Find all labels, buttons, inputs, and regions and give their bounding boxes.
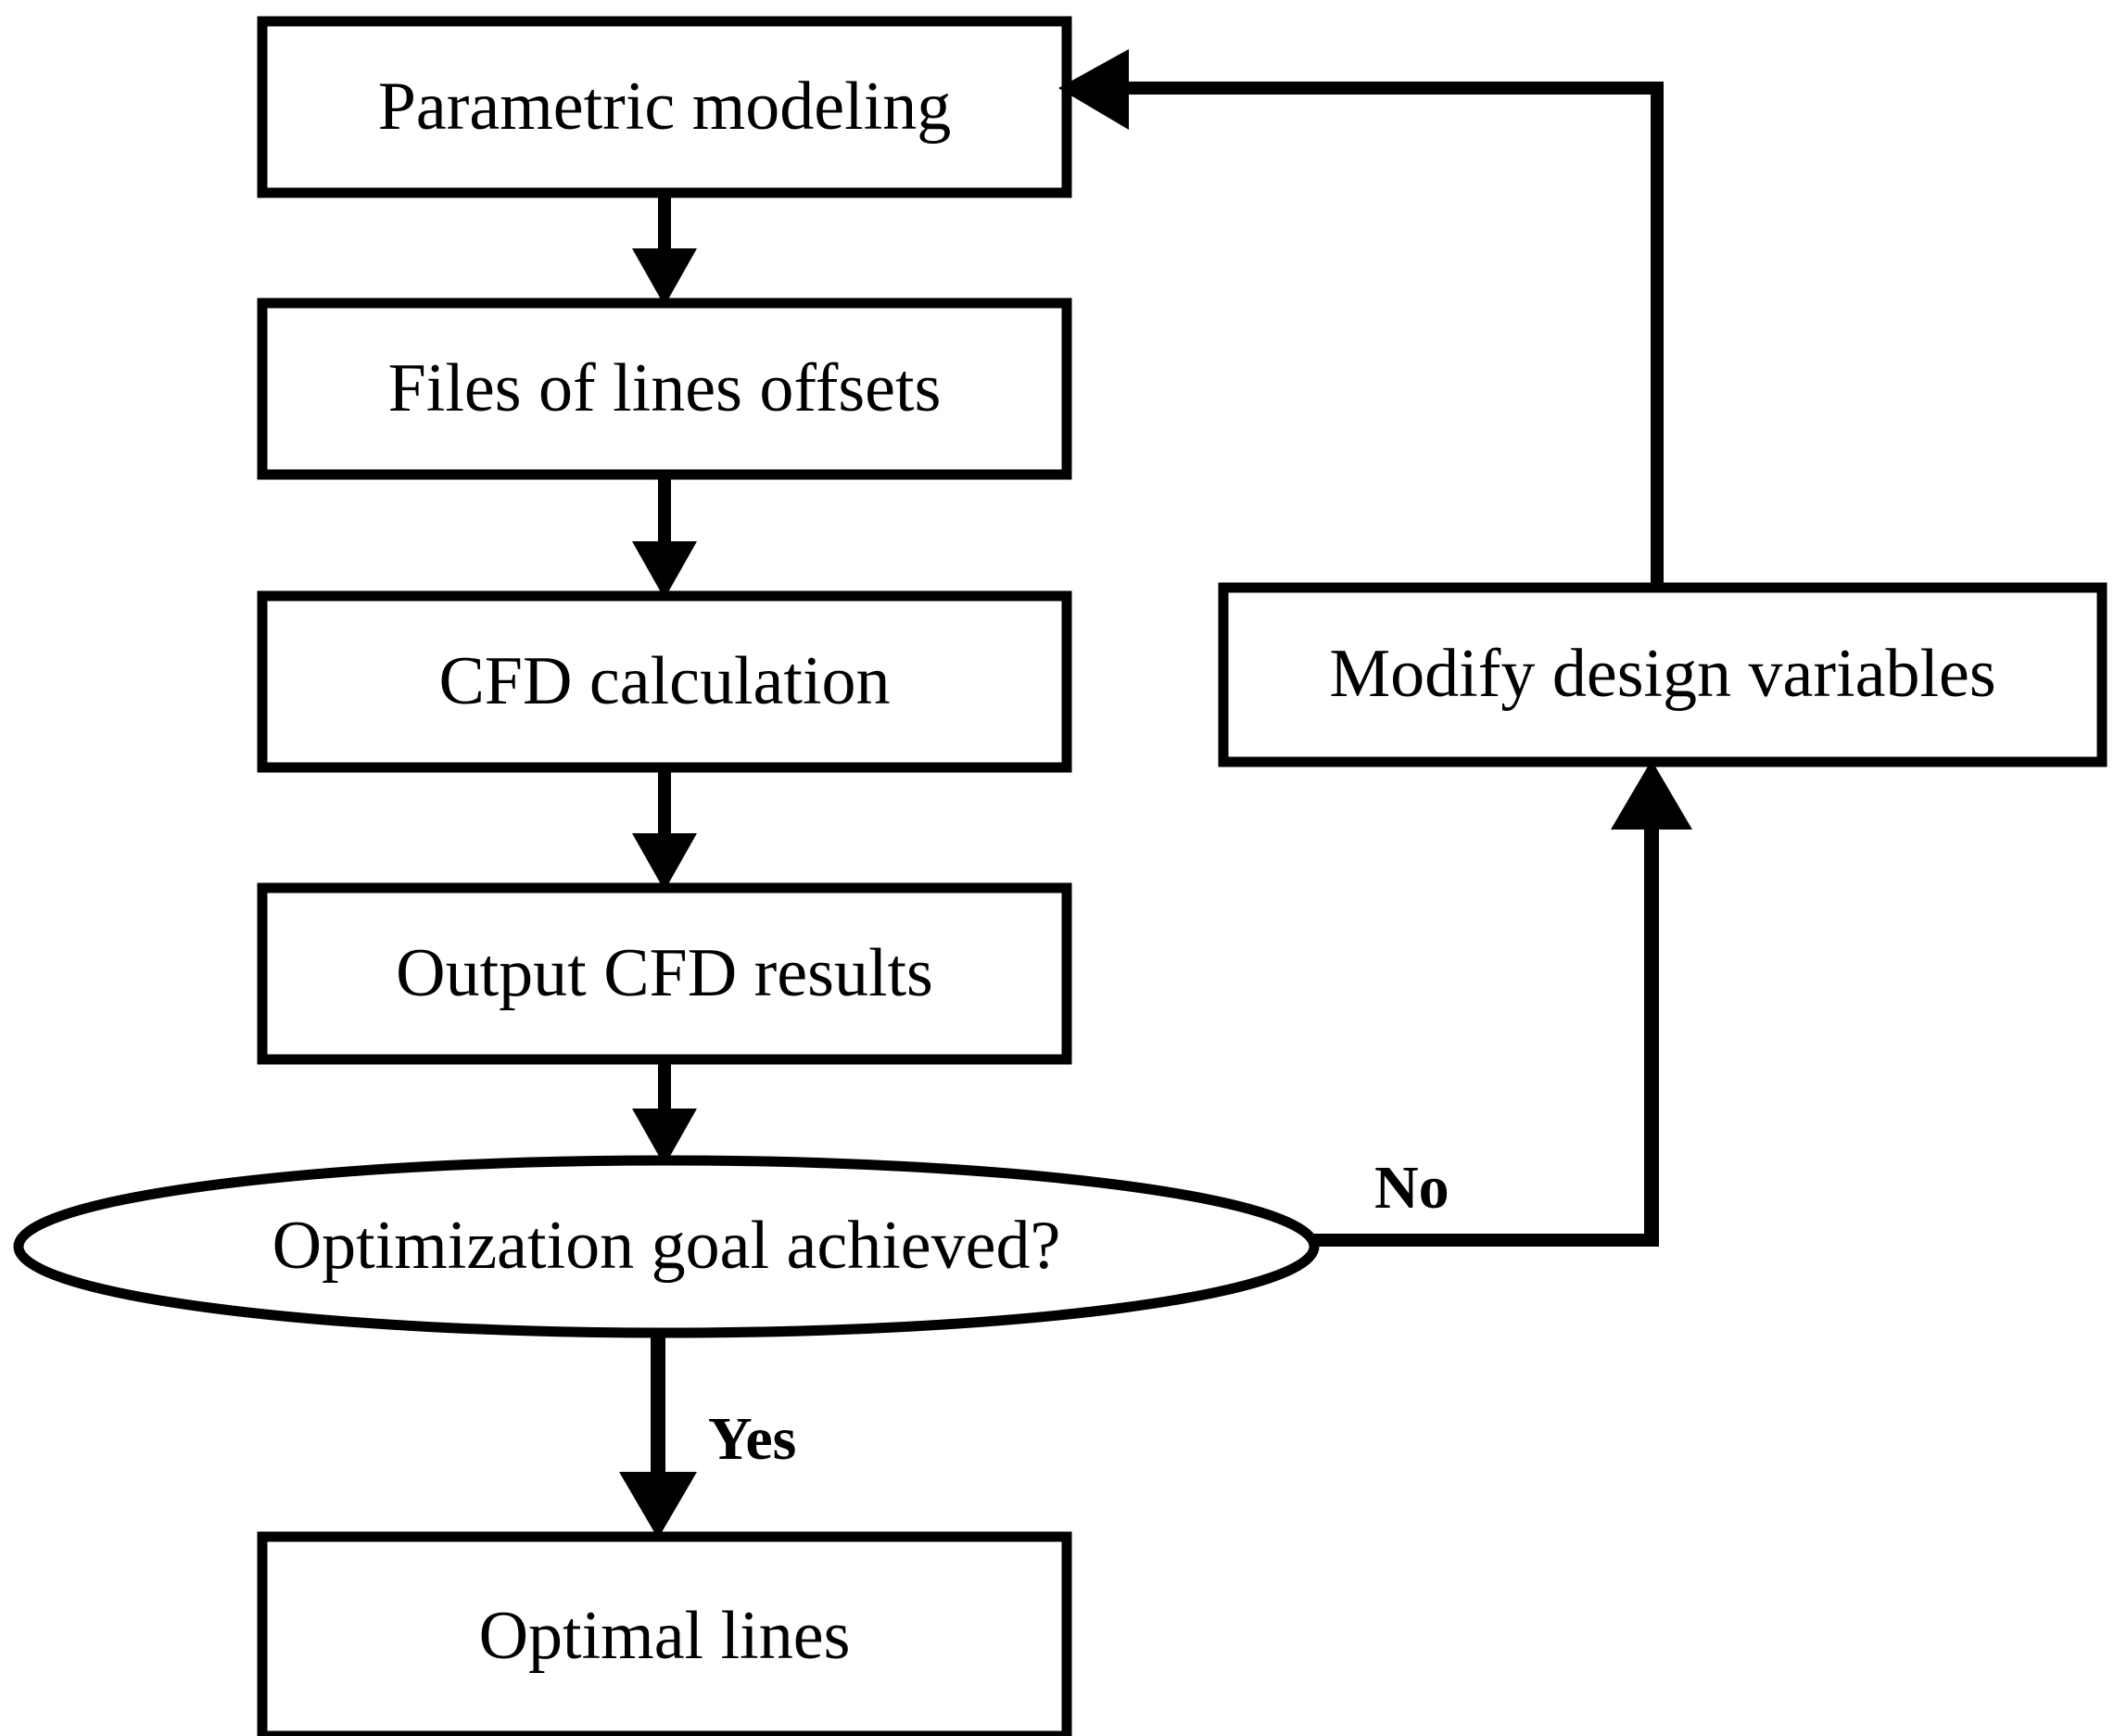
node-parametric-modeling[interactable] bbox=[262, 21, 1067, 193]
node-files-of-lines-offsets[interactable] bbox=[262, 303, 1067, 475]
edge-label-no: No bbox=[1374, 1154, 1449, 1222]
node-shape-modify-design-variables[interactable] bbox=[1218, 582, 2108, 767]
node-shape-optimal-lines[interactable] bbox=[257, 1531, 1072, 1736]
node-modify-design-variables[interactable] bbox=[1223, 588, 2102, 762]
node-optimization-goal-achieved[interactable] bbox=[19, 1160, 1314, 1333]
node-shape-output-cfd-results[interactable] bbox=[257, 882, 1072, 1065]
node-shape-parametric-modeling[interactable] bbox=[257, 16, 1072, 198]
edge-parametric-to-files bbox=[632, 193, 697, 306]
edge-decision-to-optimal-lines bbox=[619, 1333, 697, 1539]
node-optimal-lines[interactable] bbox=[262, 1537, 1067, 1736]
edge-label-yes: Yes bbox=[708, 1405, 797, 1473]
node-cfd-calculation[interactable] bbox=[262, 596, 1067, 767]
edge-decision-to-modify bbox=[1311, 760, 1692, 1247]
edge-modify-to-parametric bbox=[1058, 49, 1664, 588]
edge-cfd-to-output bbox=[632, 767, 697, 891]
edge-files-to-cfd bbox=[632, 475, 697, 599]
edge-output-to-decision bbox=[632, 1059, 697, 1166]
node-output-cfd-results[interactable] bbox=[262, 888, 1067, 1059]
